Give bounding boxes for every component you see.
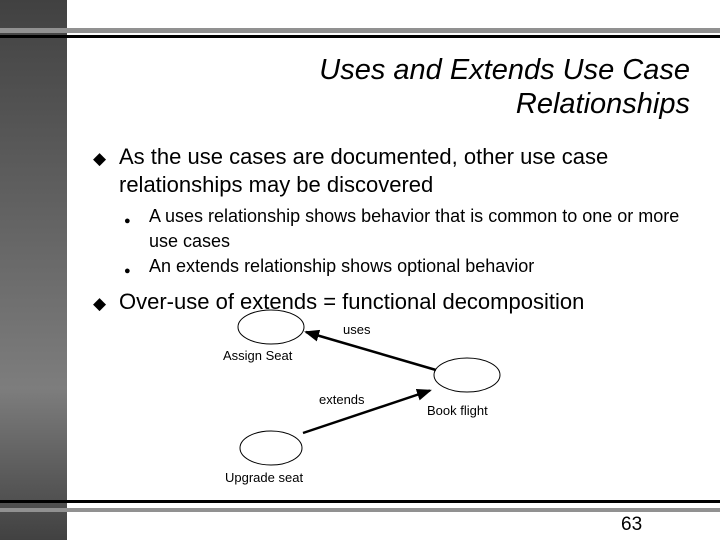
sub-bullet-item-2: ● An extends relationship shows optional… [124, 254, 692, 279]
bottom-gray-divider-line [0, 508, 720, 512]
sub-bullet-list: ● A uses relationship shows behavior tha… [124, 204, 692, 279]
bullet-item-2: ◆ Over-use of extends = functional decom… [93, 288, 699, 316]
sub-bullet-text: An extends relationship shows optional b… [149, 256, 535, 276]
page-number: 63 [621, 514, 643, 535]
dot-bullet-icon: ● [124, 265, 131, 277]
sub-bullet-text: A uses relationship shows behavior that … [149, 206, 680, 251]
bullet-text: As the use cases are documented, other u… [119, 144, 609, 197]
diamond-bullet-icon: ◆ [93, 294, 107, 313]
top-gray-divider-line [0, 28, 720, 33]
use-case-label-assign-seat: Assign Seat [223, 348, 293, 363]
dot-bullet-icon: ● [124, 215, 131, 227]
use-case-label-upgrade-seat: Upgrade seat [225, 470, 304, 485]
use-case-label-book-flight: Book flight [427, 403, 488, 418]
bullet-text: Over-use of extends = functional decompo… [119, 289, 585, 314]
bullet-item-1: ◆ As the use cases are documented, other… [93, 143, 671, 199]
sub-bullet-item-1: ● A uses relationship shows behavior tha… [124, 204, 692, 254]
uses-arrow [304, 329, 437, 372]
slide-title: Uses and Extends Use Case Relationships [319, 54, 690, 120]
sidebar-gradient-bar [0, 0, 67, 540]
diamond-bullet-icon: ◆ [93, 149, 107, 168]
uses-relationship-label: uses [343, 322, 371, 337]
use-case-ellipse-book-flight [433, 357, 501, 393]
extends-relationship-label: extends [319, 392, 365, 407]
top-black-divider-line [0, 35, 720, 38]
use-case-ellipse-upgrade-seat [239, 430, 303, 466]
bottom-black-divider-line [0, 500, 720, 503]
